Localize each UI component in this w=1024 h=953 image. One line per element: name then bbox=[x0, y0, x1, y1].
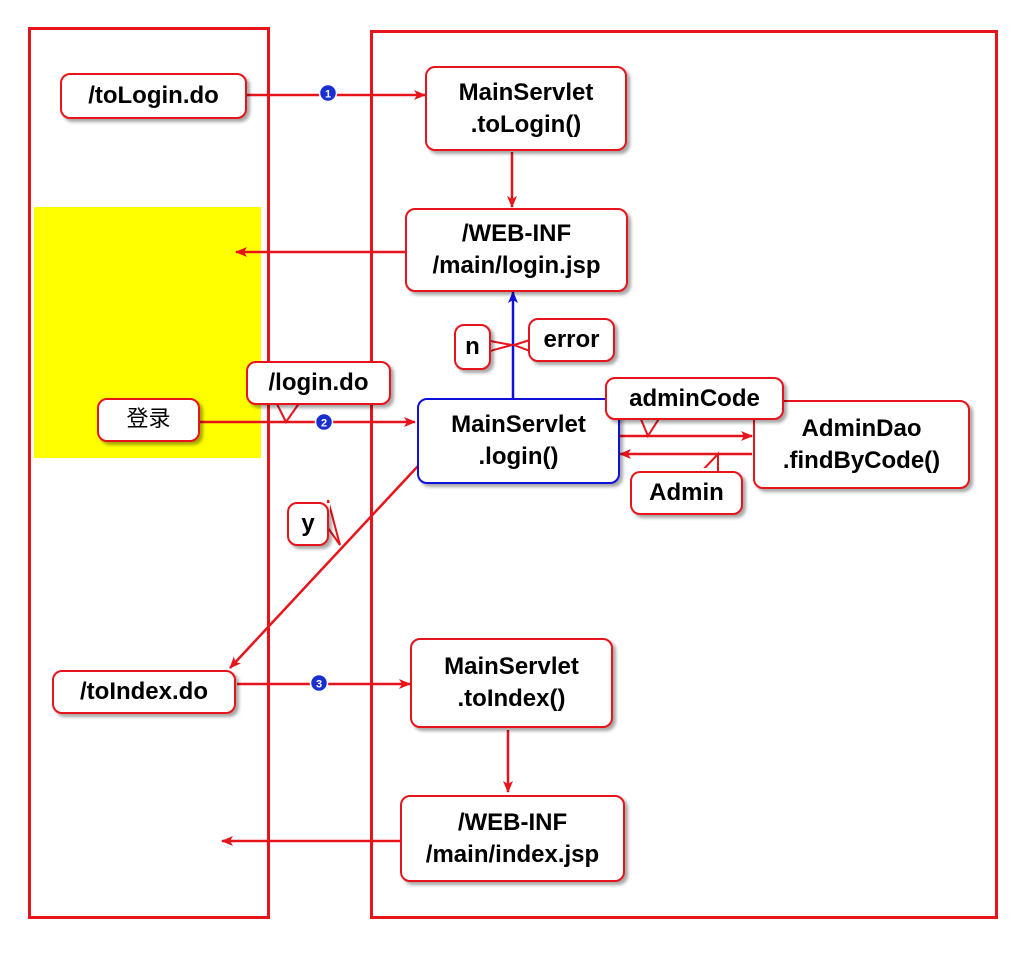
to-login-request: /toLogin.do bbox=[60, 73, 247, 119]
server-panel bbox=[370, 30, 998, 919]
login-jsp-label: /WEB-INF /main/login.jsp bbox=[432, 220, 601, 279]
to-index-request: /toIndex.do bbox=[52, 670, 236, 714]
step-badge-1-label: 1 bbox=[325, 89, 331, 101]
main-servlet-to-index-label: MainServlet .toIndex() bbox=[444, 653, 579, 712]
index-jsp: /WEB-INF /main/index.jsp bbox=[400, 795, 625, 882]
step-badge-2-label: 2 bbox=[321, 418, 327, 430]
login-do-callout: /login.do bbox=[246, 361, 391, 405]
admin-code-callout: adminCode bbox=[605, 377, 784, 420]
login-button[interactable]: 登录 bbox=[97, 398, 200, 442]
error-callout: error bbox=[528, 318, 615, 362]
n-callout: n bbox=[454, 324, 491, 370]
step-badge-3: 3 bbox=[309, 673, 329, 693]
main-servlet-to-login-label: MainServlet .toLogin() bbox=[458, 78, 594, 138]
y-callout: y bbox=[287, 502, 329, 546]
browser-panel bbox=[28, 27, 270, 919]
main-servlet-to-login: MainServlet .toLogin() bbox=[425, 66, 627, 151]
callout-pointer-login-do bbox=[274, 401, 302, 424]
admin-dao-label: AdminDao .findByCode() bbox=[782, 414, 941, 474]
main-servlet-login: MainServlet .login() bbox=[417, 398, 620, 484]
admin-dao: AdminDao .findByCode() bbox=[753, 400, 970, 489]
to-login-request-label: /toLogin.do bbox=[88, 82, 219, 109]
admin-code-callout-label: adminCode bbox=[629, 384, 760, 412]
step-badge-2: 2 bbox=[314, 412, 334, 432]
error-callout-label: error bbox=[543, 326, 600, 353]
login-button-label: 登录 bbox=[126, 407, 171, 432]
y-callout-label: y bbox=[301, 510, 315, 537]
callout-pointer-n bbox=[489, 339, 513, 353]
login-jsp: /WEB-INF /main/login.jsp bbox=[405, 208, 628, 292]
arrow-servlet-to-toindex bbox=[229, 465, 419, 669]
n-callout-label: n bbox=[465, 333, 480, 360]
step-badge-3-label: 3 bbox=[316, 679, 322, 691]
to-index-request-label: /toIndex.do bbox=[80, 678, 208, 705]
login-do-callout-label: /login.do bbox=[268, 369, 369, 396]
admin-callout: Admin bbox=[630, 471, 743, 515]
admin-callout-label: Admin bbox=[649, 479, 724, 506]
main-servlet-login-label: MainServlet .login() bbox=[451, 411, 586, 470]
main-servlet-to-index: MainServlet .toIndex() bbox=[410, 638, 613, 728]
step-badge-1: 1 bbox=[318, 83, 338, 103]
index-jsp-label: /WEB-INF /main/index.jsp bbox=[425, 808, 600, 868]
